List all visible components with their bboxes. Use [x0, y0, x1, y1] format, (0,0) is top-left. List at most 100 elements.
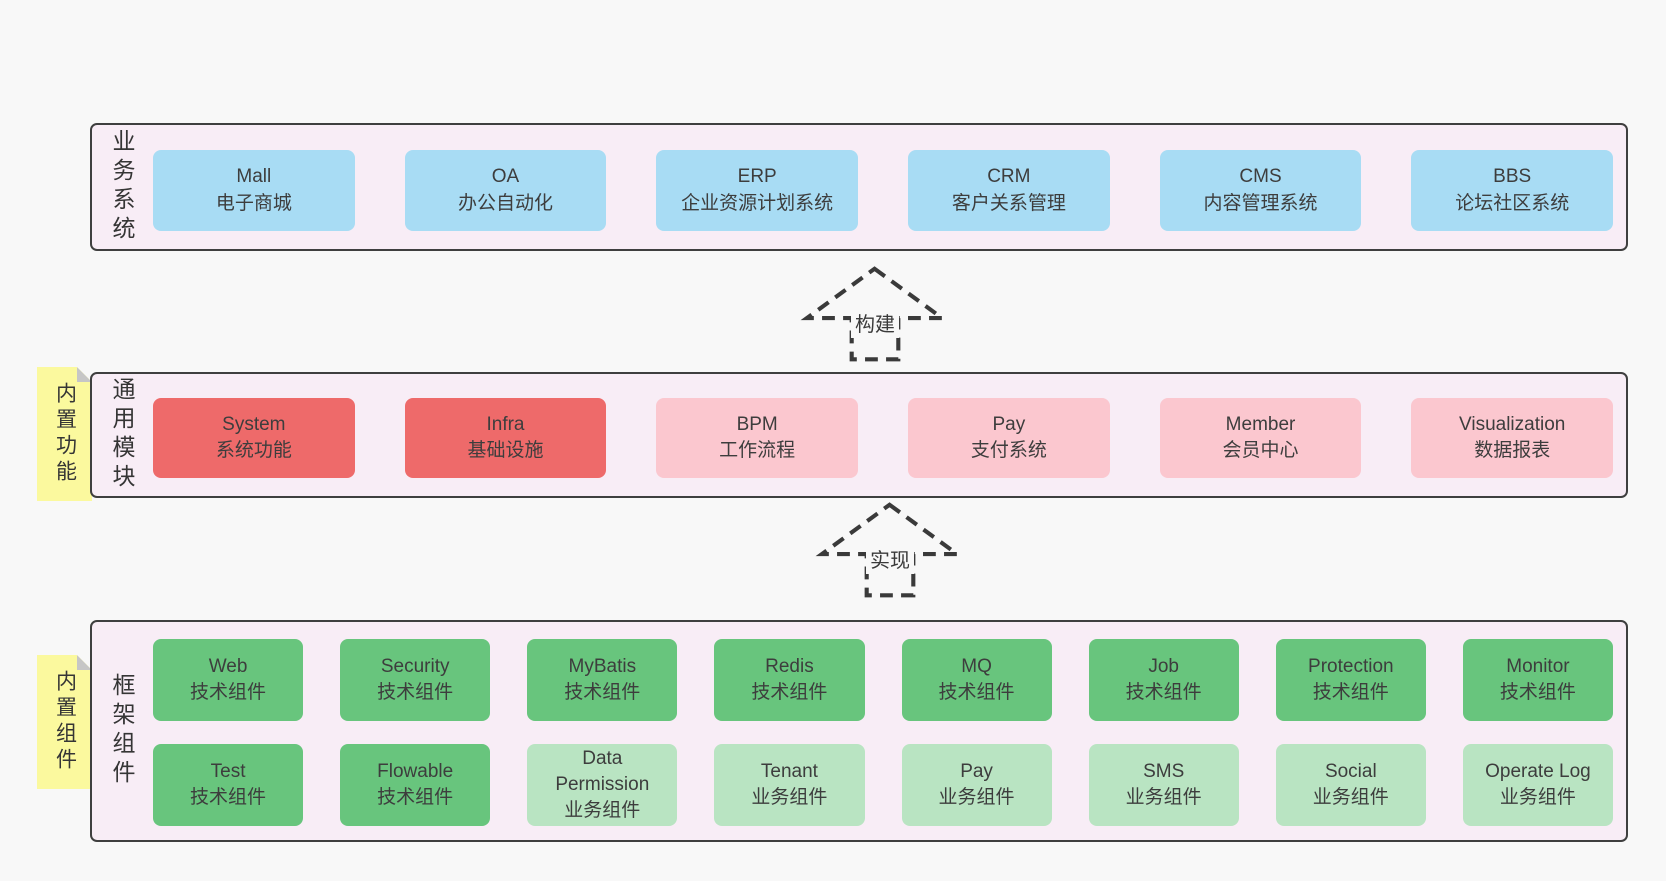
note-built-in-features-label: 内置功能: [53, 382, 77, 486]
box-mall-subtitle: 电子商城: [215, 192, 292, 214]
box-test-subtitle: 技术组件: [190, 787, 267, 808]
box-mybatis-title: MyBatis: [568, 655, 637, 677]
box-visualization: Visualization 数据报表: [1411, 398, 1614, 478]
box-visualization-title: Visualization: [1459, 413, 1566, 435]
arrow-build-label: 构建: [851, 307, 899, 338]
box-pay-component-subtitle: 业务组件: [938, 787, 1015, 808]
note-built-in-features: 内置功能: [37, 367, 92, 501]
box-web: Web 技术组件: [153, 639, 304, 721]
box-bpm-title: BPM: [736, 413, 778, 435]
box-sms-subtitle: 业务组件: [1125, 787, 1202, 808]
panel-business-systems: 业务系统 Mall 电子商城 OA 办公自动化 ERP 企业资源计划系统 CRM…: [90, 123, 1628, 251]
box-oa-subtitle: 办公自动化: [458, 192, 554, 214]
panel-framework-components: 框架组件 Web 技术组件 Security 技术组件 MyBatis 技术组件…: [90, 620, 1628, 842]
box-cms: CMS 内容管理系统: [1159, 150, 1362, 231]
box-pay-module-subtitle: 支付系统: [970, 440, 1047, 461]
box-social: Social 业务组件: [1275, 744, 1426, 826]
box-monitor-title: Monitor: [1506, 655, 1570, 677]
box-mall: Mall 电子商城: [153, 150, 355, 231]
box-tenant-title: Tenant: [760, 760, 818, 782]
box-flowable-subtitle: 技术组件: [377, 787, 454, 808]
box-monitor-subtitle: 技术组件: [1499, 682, 1576, 703]
box-member-subtitle: 会员中心: [1222, 440, 1299, 461]
box-monitor: Monitor 技术组件: [1462, 639, 1613, 721]
box-mq: MQ 技术组件: [901, 639, 1052, 721]
box-pay-component: Pay 业务组件: [901, 744, 1052, 826]
box-protection: Protection 技术组件: [1275, 639, 1426, 721]
box-bbs-subtitle: 论坛社区系统: [1455, 192, 1570, 214]
box-cms-subtitle: 内容管理系统: [1203, 192, 1318, 214]
note-fold-icon: [77, 655, 92, 670]
box-sms-title: SMS: [1143, 760, 1185, 782]
box-redis: Redis 技术组件: [714, 639, 865, 721]
box-security-title: Security: [380, 655, 450, 677]
box-tenant-subtitle: 业务组件: [751, 787, 828, 808]
box-operate-log: Operate Log 业务组件: [1462, 744, 1613, 826]
box-crm-subtitle: 客户关系管理: [951, 192, 1066, 214]
arrow-implement: 实现: [815, 502, 965, 598]
box-bpm-subtitle: 工作流程: [719, 440, 796, 461]
box-operate-log-subtitle: 业务组件: [1499, 787, 1576, 808]
box-mq-title: MQ: [961, 655, 992, 677]
box-job-title: Job: [1148, 655, 1179, 677]
note-fold-icon: [77, 367, 92, 382]
box-flowable: Flowable 技术组件: [340, 744, 491, 826]
box-bpm: BPM 工作流程: [656, 398, 859, 478]
box-tenant: Tenant 业务组件: [714, 744, 865, 826]
box-social-title: Social: [1324, 760, 1377, 782]
box-test-title: Test: [210, 760, 246, 782]
panel-common-modules: 通用模块 System 系统功能 Infra 基础设施 BPM 工作流程 Pay…: [90, 372, 1628, 498]
arrow-implement-label: 实现: [866, 543, 914, 574]
box-data-permission-title: Data Permission: [555, 747, 650, 795]
box-pay-module-title: Pay: [992, 413, 1026, 435]
box-protection-title: Protection: [1308, 655, 1394, 677]
box-infra-title: Infra: [486, 413, 525, 435]
box-crm-title: CRM: [987, 166, 1031, 188]
box-crm: CRM 客户关系管理: [908, 150, 1110, 231]
box-member-title: Member: [1225, 413, 1296, 435]
box-system-title: System: [222, 413, 286, 435]
box-social-subtitle: 业务组件: [1312, 787, 1389, 808]
box-cms-title: CMS: [1239, 166, 1282, 188]
box-erp: ERP 企业资源计划系统: [656, 150, 859, 231]
box-protection-subtitle: 技术组件: [1312, 682, 1389, 703]
box-security-subtitle: 技术组件: [377, 682, 454, 703]
box-mall-title: Mall: [236, 166, 272, 188]
box-sms: SMS 业务组件: [1088, 744, 1239, 826]
box-operate-log-title: Operate Log: [1485, 760, 1591, 782]
box-visualization-subtitle: 数据报表: [1474, 440, 1551, 461]
box-test: Test 技术组件: [153, 744, 304, 826]
module-box-row: System 系统功能 Infra 基础设施 BPM 工作流程 Pay 支付系统…: [153, 398, 1614, 478]
box-infra-subtitle: 基础设施: [467, 440, 544, 461]
arrow-up-dashed-icon: [800, 266, 949, 362]
component-box-row-1: Web 技术组件 Security 技术组件 MyBatis 技术组件 Redi…: [153, 639, 1613, 721]
panel-business-systems-label: 业务系统: [109, 129, 135, 245]
note-built-in-components: 内置组件: [37, 655, 92, 789]
box-erp-title: ERP: [737, 166, 777, 188]
box-infra: Infra 基础设施: [404, 398, 607, 478]
box-erp-subtitle: 企业资源计划系统: [681, 192, 834, 214]
arrow-build: 构建: [800, 266, 950, 362]
note-built-in-components-label: 内置组件: [53, 670, 77, 774]
box-data-permission-subtitle: 业务组件: [564, 800, 641, 822]
panel-framework-components-label: 框架组件: [109, 673, 135, 789]
box-web-subtitle: 技术组件: [190, 682, 267, 703]
box-redis-title: Redis: [765, 655, 814, 677]
box-system-subtitle: 系统功能: [215, 440, 292, 461]
box-job: Job 技术组件: [1088, 639, 1239, 721]
panel-common-modules-label: 通用模块: [109, 377, 135, 493]
box-system: System 系统功能: [153, 398, 355, 478]
component-box-row-2: Test 技术组件 Flowable 技术组件 Data Permission …: [153, 744, 1613, 826]
box-mybatis-subtitle: 技术组件: [564, 682, 641, 703]
box-redis-subtitle: 技术组件: [751, 682, 828, 703]
box-pay-component-title: Pay: [960, 760, 993, 782]
box-bbs: BBS 论坛社区系统: [1411, 150, 1614, 231]
box-pay-module: Pay 支付系统: [908, 398, 1110, 478]
box-web-title: Web: [208, 655, 248, 677]
box-data-permission: Data Permission 业务组件: [527, 744, 678, 826]
box-mq-subtitle: 技术组件: [938, 682, 1015, 703]
box-mybatis: MyBatis 技术组件: [527, 639, 678, 721]
box-flowable-title: Flowable: [377, 760, 454, 782]
box-member: Member 会员中心: [1159, 398, 1362, 478]
business-box-row: Mall 电子商城 OA 办公自动化 ERP 企业资源计划系统 CRM 客户关系…: [153, 150, 1614, 231]
